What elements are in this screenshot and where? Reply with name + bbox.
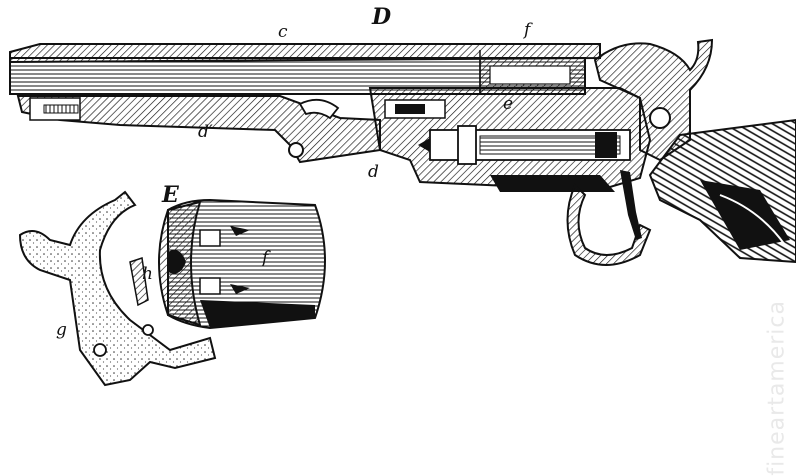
revolver-section-diagram — [9, 38, 796, 387]
hammer — [593, 38, 714, 162]
hammer-detail — [18, 190, 217, 387]
label-h: h — [142, 264, 153, 284]
label-d: d — [368, 162, 379, 182]
label-f-cylinder: f — [262, 248, 269, 268]
label-E: E — [162, 182, 179, 208]
label-d-prime: d′ — [198, 122, 213, 142]
label-e: e — [503, 94, 514, 114]
label-f-top: f — [524, 20, 531, 40]
grip-stock — [648, 118, 796, 264]
trigger-guard — [566, 170, 652, 266]
label-D: D — [372, 4, 392, 30]
cylinder-detail — [158, 198, 326, 330]
label-g: g — [56, 320, 67, 340]
loading-lever — [16, 95, 381, 164]
watermark: fineartamerica — [765, 300, 790, 476]
label-c: c — [278, 22, 288, 42]
